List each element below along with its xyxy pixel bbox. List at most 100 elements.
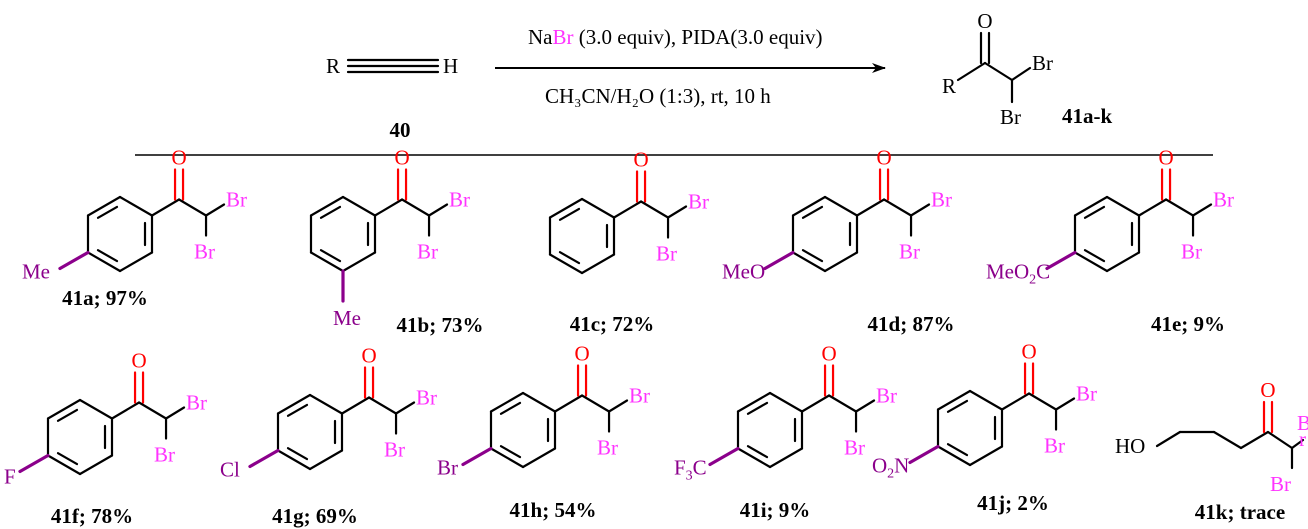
ring-bond	[309, 251, 345, 273]
condition-line-1: NaBr (3.0 equiv), PIDA(3.0 equiv)	[528, 25, 823, 49]
reaction-conditions: NaBr (3.0 equiv), PIDA(3.0 equiv) CH₃CN/…	[495, 25, 886, 108]
ring-double-bond	[746, 445, 769, 459]
caption-41f: 41f; 78%	[51, 504, 133, 528]
aryl-carbonyl-bond	[800, 394, 831, 413]
condition-br: Br	[553, 25, 574, 49]
ring-bond	[580, 253, 616, 275]
aryl-carbonyl-bond	[1137, 198, 1168, 217]
ring-bond	[118, 195, 154, 217]
bromine-label-1: Br	[416, 386, 437, 410]
ring-double-bond	[946, 399, 969, 413]
carbonyl-chbr2-bond	[137, 401, 168, 420]
bromine-label-1: Br	[226, 188, 247, 212]
caption-41b: 41b; 73%	[397, 313, 484, 337]
aryl-carbonyl-bond	[110, 401, 141, 420]
ring-bond	[309, 195, 345, 217]
bromine-label-2: Br	[384, 438, 405, 462]
substituent-cl: Cl	[220, 458, 240, 482]
bromine-label-2: Br	[656, 242, 677, 266]
ring-double-bond	[746, 401, 769, 415]
substituent-o2n: O2N	[872, 454, 909, 482]
ring-bond	[791, 251, 827, 273]
ring-bond	[341, 251, 377, 273]
bromine-label-2: Br	[154, 443, 175, 467]
c-br-bond-1	[164, 406, 186, 420]
ring-bond	[46, 454, 82, 476]
oxygen-label: O	[131, 349, 146, 373]
substituent-me: Me	[22, 260, 50, 284]
c-br-bond-1	[1191, 203, 1213, 217]
oxygen-label: O	[361, 344, 376, 368]
caption-41h: 41h; 54%	[510, 498, 597, 522]
ring-bond	[308, 393, 344, 415]
bromine-label-2: Br	[194, 240, 215, 264]
reactant-id: 40	[390, 118, 411, 142]
bromine-label-2: Br	[844, 436, 865, 460]
substituent-bond	[248, 448, 280, 469]
bromine-label-2: Br	[1181, 240, 1202, 264]
ring-bond	[1105, 251, 1141, 273]
aryl-carbonyl-bond	[553, 394, 584, 413]
carbonyl-chbr2-bond	[400, 198, 431, 217]
c-br-bond-1	[427, 203, 449, 217]
ring-double-bond	[558, 251, 581, 265]
substituent-br: Br	[437, 456, 458, 480]
bromine-label-2: Br	[1270, 472, 1291, 496]
bromine-label-1: Br	[1213, 188, 1234, 212]
substituent-ho: HO	[1115, 434, 1145, 458]
oxygen-label: O	[633, 148, 648, 172]
product-br2-label: Br	[1000, 105, 1021, 129]
caption-41k: 41k; trace	[1195, 500, 1285, 524]
c-br-bond-1	[666, 205, 688, 219]
substituent-bond	[58, 250, 90, 271]
ring-bond	[936, 389, 972, 411]
ring-bond	[86, 195, 122, 217]
oxygen-label: O	[394, 146, 409, 170]
carbonyl-chbr2-bond	[580, 394, 611, 413]
substituent-bond	[908, 444, 940, 465]
oxygen-label: O	[821, 342, 836, 366]
condition-rest: (3.0 equiv), PIDA(3.0 equiv)	[574, 25, 823, 49]
bromine-label-2: Br	[417, 240, 438, 264]
ring-double-bond	[499, 401, 522, 415]
ring-bond	[489, 447, 525, 469]
ring-double-bond	[286, 403, 309, 417]
ring-bond	[548, 253, 584, 275]
oxygen-label: O	[876, 146, 891, 170]
caption-41g: 41g; 69%	[272, 504, 358, 528]
ring-double-bond	[56, 452, 79, 466]
product-o-label: O	[977, 9, 992, 33]
substituent-f3c: F3C	[674, 456, 707, 484]
bromine-label-1-clipped: B	[1297, 411, 1308, 435]
ring-bond	[968, 445, 1004, 467]
c-br-bond-1	[1054, 397, 1076, 411]
oxygen-label: O	[1260, 378, 1275, 402]
caption-41c: 41c; 72%	[570, 312, 655, 336]
carbonyl-chbr2-bond	[1164, 198, 1195, 217]
oxygen-label: O	[574, 342, 589, 366]
product-general-41: R O Br Br 41a-k	[942, 9, 1112, 129]
caption-41i: 41i; 9%	[740, 498, 811, 522]
aryl-carbonyl-bond	[150, 198, 181, 217]
c-br-bond-1	[1290, 438, 1305, 450]
ring-bond	[968, 389, 1004, 411]
bromine-label-1: Br	[876, 384, 897, 408]
aryl-carbonyl-bond	[373, 198, 404, 217]
ring-double-bond	[1083, 249, 1106, 263]
reactant-r-label: R	[326, 54, 340, 78]
ring-double-bond	[801, 249, 824, 263]
ring-bond	[118, 251, 154, 273]
ring-bond	[823, 251, 859, 273]
bromine-label-1: Br	[629, 384, 650, 408]
aryl-carbonyl-bond	[612, 200, 643, 219]
oxygen-label: O	[171, 146, 186, 170]
substituent-bond	[18, 453, 50, 474]
carbonyl-chbr2-bond	[1027, 392, 1058, 411]
